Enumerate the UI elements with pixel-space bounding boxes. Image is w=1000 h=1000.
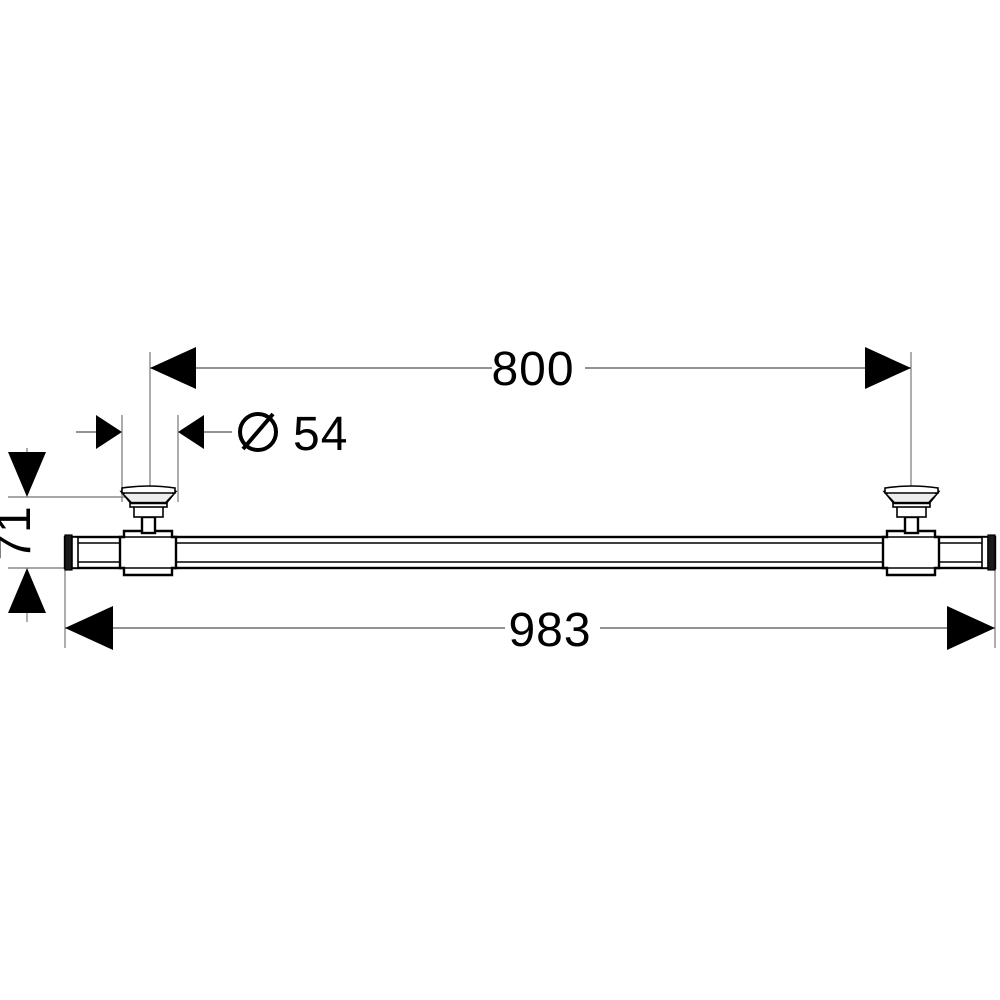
arrow-800-left	[150, 347, 196, 389]
dim-label-800: 800	[491, 343, 574, 396]
left-bracket-rim	[121, 485, 176, 494]
bar-end-cap-right	[981, 534, 996, 571]
arrow-d54-left	[96, 415, 122, 449]
arrow-983-left	[65, 606, 113, 650]
arrow-71-top	[8, 452, 46, 497]
dim-label-983: 983	[508, 604, 591, 657]
right-bracket-stem	[903, 515, 920, 535]
dim-label-54: 54	[293, 408, 348, 461]
left-mounting-bracket	[118, 485, 178, 577]
arrow-d54-right	[178, 415, 204, 449]
left-bracket-cone-shade	[124, 494, 173, 501]
dimension-983: 983	[65, 604, 995, 657]
arrow-983-right	[947, 606, 995, 650]
right-bracket-rim	[884, 485, 939, 494]
right-mounting-bracket	[881, 485, 941, 577]
end-cap-left-face	[71, 536, 79, 569]
towel-bar-part	[63, 485, 997, 577]
bar-tube	[63, 535, 997, 570]
dimension-71: 71	[0, 452, 46, 613]
dimension-800: 800	[150, 343, 911, 396]
left-bracket-stem	[140, 515, 157, 535]
dimension-diameter-54: 54	[76, 408, 348, 461]
end-cap-left-ring	[64, 534, 73, 571]
right-bracket-cone-shade	[887, 494, 936, 501]
end-cap-right-ring	[987, 534, 996, 571]
arrow-800-right	[865, 347, 911, 389]
bar-end-cap-left	[64, 534, 79, 571]
bar-tube-body	[63, 535, 997, 570]
end-cap-right-face	[981, 536, 989, 569]
dim-label-71: 71	[0, 505, 41, 560]
diameter-symbol	[238, 412, 278, 452]
arrow-71-bottom	[8, 568, 46, 613]
